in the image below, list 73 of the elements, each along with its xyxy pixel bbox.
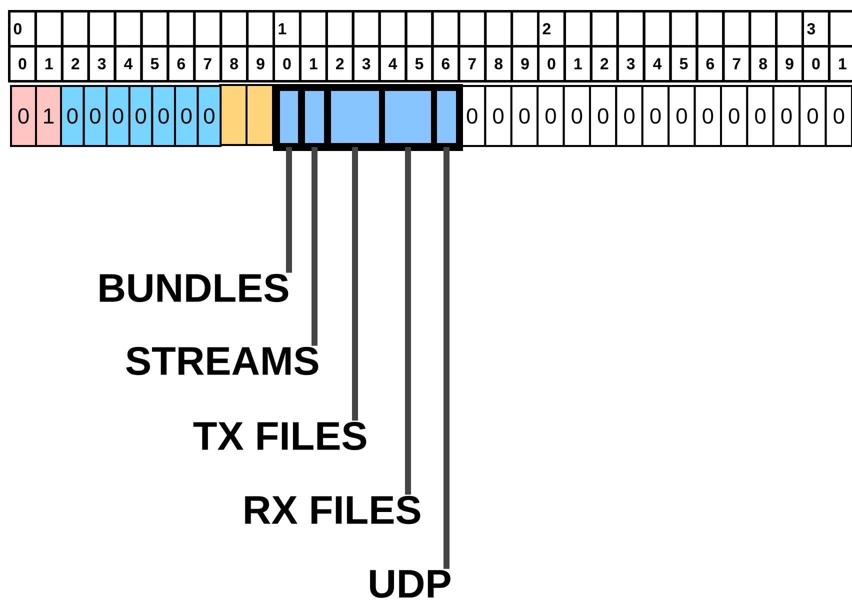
bit-cell: 0 (668, 85, 696, 147)
bit-cell: 0 (589, 85, 618, 147)
part-label: UDP (370, 570, 450, 598)
ruler-cell: 4 (378, 45, 408, 82)
ruler-cell: 5 (669, 45, 698, 82)
leader-line (312, 147, 318, 346)
bit-cell: 0 (106, 85, 130, 147)
bit-field (301, 87, 328, 147)
ruler-cell: 9 (510, 45, 540, 82)
bit-cell: 0 (536, 85, 565, 147)
ruler-cell: 3 (802, 10, 830, 48)
bit-cell: 0 (484, 85, 512, 147)
bit-cell: 0 (60, 85, 85, 147)
ruler-cell: 7 (458, 45, 487, 82)
bit-cell: 0 (615, 85, 644, 147)
part-label: STREAMS (126, 346, 318, 376)
ruler-cell: 0 (272, 45, 302, 82)
ruler-cell: 0 (8, 10, 37, 48)
bit-cell: 0 (10, 85, 37, 147)
bit-cell: 0 (746, 85, 774, 147)
ruler-cell: 7 (193, 45, 222, 82)
bit-cell: 0 (510, 85, 539, 147)
ruler-cell: 3 (616, 45, 646, 82)
ruler-cell: 2 (537, 10, 566, 48)
bit-cell: 1 (35, 85, 62, 147)
ruler-cell: 1 (563, 45, 592, 82)
bit-cell: 0 (196, 85, 222, 147)
ruler-cell: 5 (140, 45, 170, 82)
bit-cell: 0 (128, 85, 154, 147)
ruler-cell: 3 (87, 45, 116, 82)
ruler-cell: 5 (404, 45, 434, 82)
ruler-cell: 4 (114, 45, 143, 82)
ruler-cell: 9 (246, 45, 275, 82)
ruler-cell: 8 (748, 45, 778, 82)
ruler-cell: 6 (166, 45, 196, 82)
bit-cell: 0 (641, 85, 670, 147)
ruler-cell: 8 (484, 45, 514, 82)
bit-cell: 0 (772, 85, 801, 147)
ruler-cell: 6 (431, 45, 460, 82)
ruler-cell: 1 (298, 45, 328, 82)
leader-line (444, 147, 450, 569)
ruler-cell: 1 (272, 10, 302, 48)
leader-line (405, 147, 411, 495)
bit-cell: 0 (151, 85, 176, 147)
bit-cell: 0 (562, 85, 591, 147)
ruler-cell: 7 (722, 45, 752, 82)
field-group (273, 84, 463, 151)
ruler-cell: 3 (352, 45, 381, 82)
ruler-cell: 2 (60, 45, 90, 82)
part-label: TX FILES (193, 422, 366, 450)
ruler-cell: 8 (220, 45, 249, 82)
part-label: RX FILES (245, 496, 420, 524)
part-label: BUNDLES (100, 274, 288, 302)
bit-cell: 0 (82, 85, 108, 147)
ruler-cell: 0 (8, 45, 37, 82)
ruler-cell: 4 (642, 45, 672, 82)
bit-cell: 0 (798, 85, 827, 147)
ruler-cell: 0 (537, 45, 566, 82)
ruler-cell: 9 (775, 45, 804, 82)
bit-cell: 0 (720, 85, 748, 147)
leader-line (352, 147, 358, 421)
ruler-cell: 1 (34, 45, 64, 82)
ruler-cell: 1 (828, 45, 852, 82)
bit-field (276, 87, 302, 147)
bit-cell: 0 (824, 85, 852, 147)
ruler-cell: 6 (696, 45, 725, 82)
leader-line (286, 147, 292, 273)
bit-cell: 0 (174, 85, 199, 147)
ruler-cell: 2 (590, 45, 619, 82)
bit-field (433, 87, 460, 147)
bit-cell: 0 (694, 85, 722, 147)
ruler-cell: 0 (802, 45, 830, 82)
ruler-cell: 2 (325, 45, 354, 82)
